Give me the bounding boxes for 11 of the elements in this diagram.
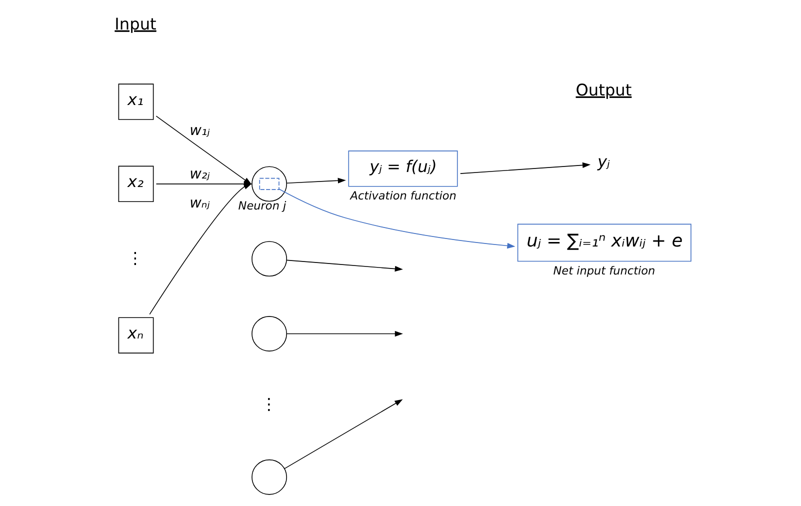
- label: Output: [575, 80, 632, 100]
- node-label: Neuron j: [238, 199, 286, 212]
- edge-label: w₁ⱼ: [189, 123, 210, 140]
- node-text: yⱼ: [597, 152, 610, 172]
- node-label: Net input function: [552, 264, 655, 278]
- node-label: Activation function: [350, 189, 456, 202]
- label: Input: [114, 14, 156, 34]
- edge-label: wₙⱼ: [189, 196, 210, 212]
- label: ⋮: [126, 248, 143, 268]
- edge-label: w₂ⱼ: [189, 166, 210, 183]
- label: ⋮: [260, 394, 276, 414]
